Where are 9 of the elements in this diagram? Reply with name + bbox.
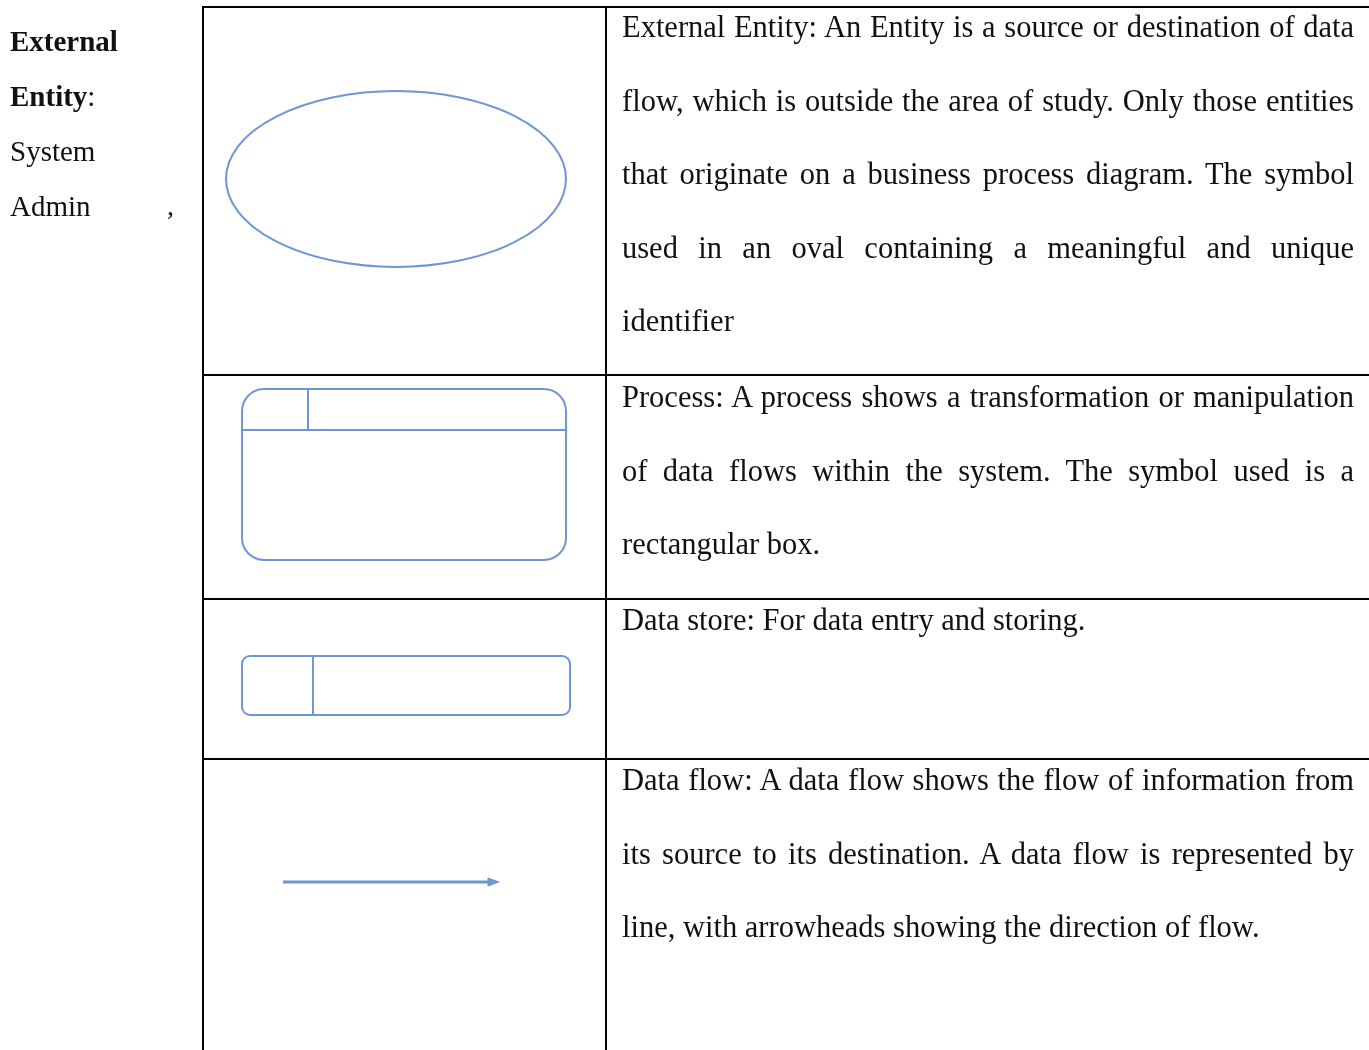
process-symbol (241, 388, 567, 561)
description-text: Data store: For data entry and storing. (622, 602, 1087, 639)
description-text: External Entity: An Entity is a source or destination of data flow, which is outside the area of study. Only those entities that originate on a business process diagram. The symbol used in an oval containing a meaningful and unique identifier (622, 9, 1354, 340)
description-text: Data flow: A data flow shows the flow of information from its source to its destination. A data flow is represented by line, with arrowheads showing the direction of flow. (622, 762, 1354, 946)
oval-symbol (225, 90, 567, 268)
data-store-symbol (241, 655, 571, 716)
description-text: Process: A process shows a transformation or manipulation of data flows within the system. The symbol used is a rectangular box. (622, 379, 1354, 563)
entity-label: External Entity: System Admin (10, 24, 119, 224)
punctuation-mark: , (167, 190, 174, 222)
